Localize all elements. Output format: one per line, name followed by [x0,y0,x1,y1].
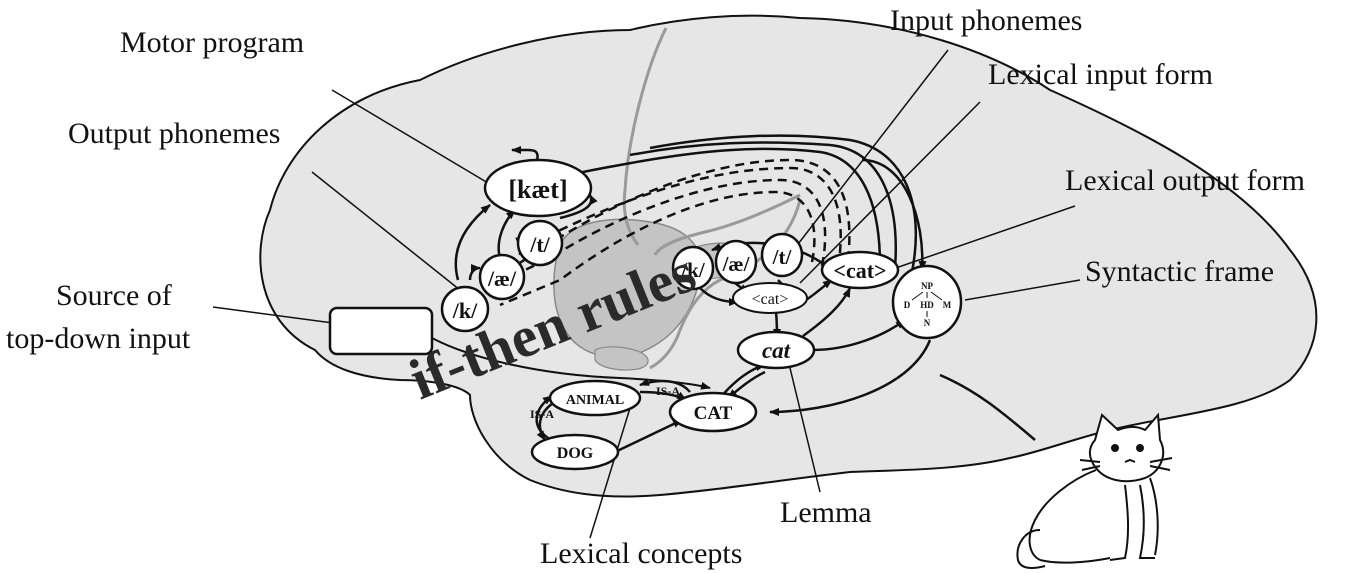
tree-node-m: M [943,300,952,310]
tree-node-d: D [904,300,911,310]
source-label-line1: Source of [56,279,172,312]
svg-text:/t/: /t/ [529,232,550,257]
isa-label-right: IS-A [656,384,680,398]
lexical-input-form-label: Lexical input form [988,58,1213,91]
concept-animal-node: ANIMAL [550,381,640,415]
source-label-line2: top-down input [6,322,191,355]
input-phonemes-label: Input phonemes [890,4,1082,37]
lemma-label: Lemma [780,496,872,529]
svg-text:CAT: CAT [694,403,733,424]
svg-text:/æ/: /æ/ [722,252,751,276]
tree-node-n: N [924,318,931,328]
svg-text:cat: cat [762,338,791,363]
concept-cat-node: CAT [670,393,756,431]
input-phoneme-t: /t/ [762,234,802,276]
concept-dog-node: DOG [532,435,618,469]
motor-program-node: [kæt] [485,160,591,216]
svg-text:/æ/: /æ/ [487,266,517,291]
output-phonemes-label: Output phonemes [68,117,280,150]
svg-text:DOG: DOG [557,445,594,462]
svg-text:/t/: /t/ [772,245,793,269]
syntactic-frame-label: Syntactic frame [1085,255,1274,288]
output-phoneme-t: /t/ [518,221,562,265]
isa-label-left: IS-A [530,407,554,421]
lexical-input-form-node: <cat> [733,283,807,313]
output-phoneme-ae: /æ/ [480,255,524,299]
motor-program-label: Motor program [120,26,304,59]
input-phoneme-ae: /æ/ [716,241,756,283]
svg-text:/k/: /k/ [452,298,478,323]
lexical-concepts-label: Lexical concepts [540,537,742,570]
tree-root-np: NP [921,281,933,291]
lemma-node: cat [738,332,814,368]
tree-node-hd: HD [920,300,934,310]
svg-text:<cat>: <cat> [833,258,886,283]
syntactic-frame-node: NP D HD M N [893,266,961,338]
svg-text:<cat>: <cat> [752,291,789,308]
svg-text:[kæt]: [kæt] [508,175,567,204]
svg-text:ANIMAL: ANIMAL [566,393,624,408]
lexical-output-form-node: <cat> [822,252,898,288]
lexical-output-form-label: Lexical output form [1065,164,1305,197]
